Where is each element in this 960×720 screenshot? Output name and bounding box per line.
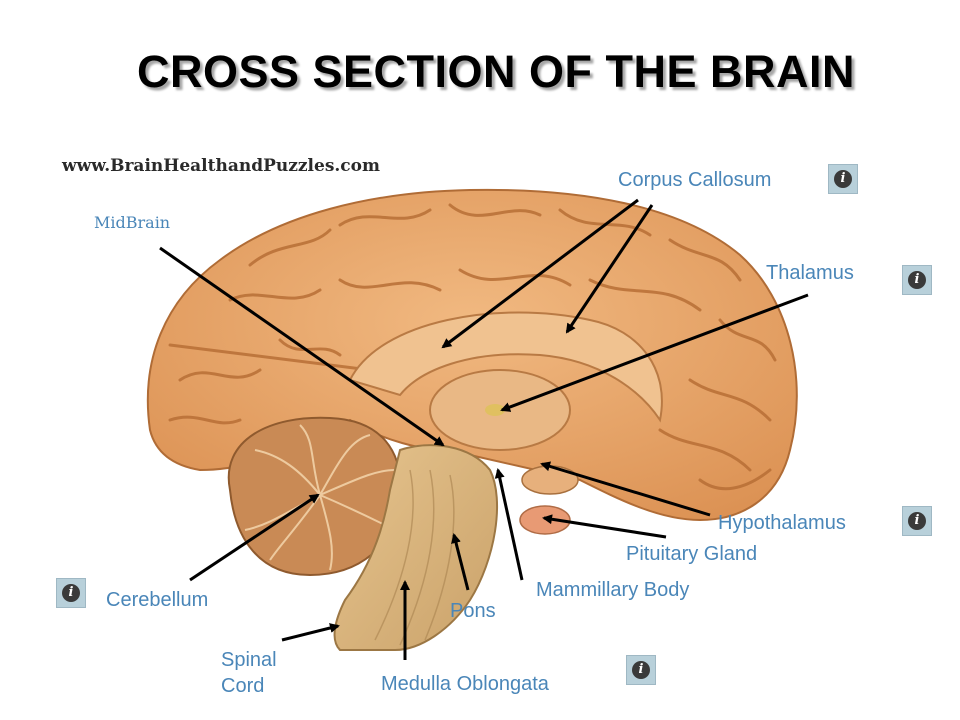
label-spinal: Spinal <box>221 649 277 671</box>
arrow-pituitary <box>542 514 667 539</box>
gyri-folds <box>168 203 777 491</box>
arrow-thalamus <box>500 293 809 412</box>
label-medulla-oblongata: Medulla Oblongata <box>381 673 549 695</box>
info-button-corpus-callosum[interactable]: i <box>828 164 858 194</box>
arrow-mammillary <box>494 468 524 581</box>
arrow-cerebellum <box>189 493 320 582</box>
pointer-arrows <box>159 198 809 660</box>
label-corpus-callosum: Corpus Callosum <box>618 169 772 191</box>
info-icon: i <box>908 271 926 289</box>
arrow-spinal-cord <box>281 623 340 642</box>
info-icon: i <box>908 512 926 530</box>
label-mammillary-body: Mammillary Body <box>536 579 690 601</box>
arrow-hypothalamus <box>540 461 711 517</box>
arrow-midbrain <box>159 246 445 447</box>
arrow-corpus-callosum-1 <box>441 198 639 349</box>
info-icon: i <box>834 170 852 188</box>
info-button-medulla-oblongata[interactable]: i <box>626 655 656 685</box>
label-hypothalamus: Hypothalamus <box>718 512 846 534</box>
slide-title: CROSS SECTION OF THE BRAIN <box>136 46 856 97</box>
info-icon: i <box>632 661 650 679</box>
info-button-hypothalamus[interactable]: i <box>902 506 932 536</box>
label-pituitary-gland: Pituitary Gland <box>626 543 758 565</box>
label-cerebellum: Cerebellum <box>106 589 209 611</box>
arrow-pons <box>451 533 470 591</box>
watermark-text: www.BrainHealthandPuzzles.com <box>62 156 380 176</box>
arrow-corpus-callosum-2 <box>565 204 654 334</box>
brainstem-shape <box>333 444 499 651</box>
label-cord: Cord <box>221 675 265 697</box>
corpus-callosum-shape <box>348 311 663 423</box>
label-pons: Pons <box>450 600 496 622</box>
info-button-thalamus[interactable]: i <box>902 265 932 295</box>
label-midbrain: MidBrain <box>94 213 171 232</box>
label-thalamus: Thalamus <box>766 262 854 284</box>
info-icon: i <box>62 584 80 602</box>
info-button-cerebellum[interactable]: i <box>56 578 86 608</box>
